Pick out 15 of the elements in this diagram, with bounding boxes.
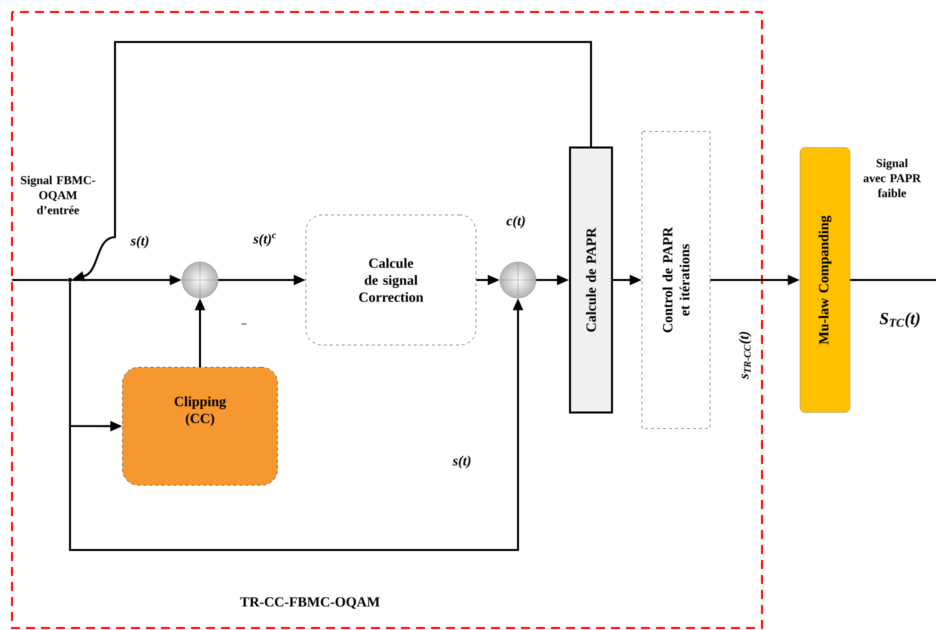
process-box: Clipping (CC)	[122, 367, 278, 486]
output-signal-label: S$_{TC}$(t)	[880, 312, 920, 328]
output-label: Signal avec PAPR faible	[864, 158, 921, 198]
process-box: Mu-law Companding	[800, 147, 850, 413]
input-label: Signal FBMC-OQAM d’entrée	[20, 176, 96, 214]
edge-label: s(t)$^{c}$	[252, 232, 278, 248]
process-box: Calcule de signal Correction	[306, 214, 476, 346]
edge-label: s$_{TR-CC}$(t)	[738, 330, 752, 380]
process-box: Control de PAPR et itérations	[642, 131, 710, 429]
edge-label: c(t)	[505, 214, 527, 230]
edge-label: s(t)	[130, 234, 150, 250]
edge-label: s(t)	[452, 454, 472, 470]
summing-junction	[500, 262, 536, 298]
summing-junction	[182, 262, 218, 298]
process-box: Calcule de PAPR	[569, 146, 613, 414]
